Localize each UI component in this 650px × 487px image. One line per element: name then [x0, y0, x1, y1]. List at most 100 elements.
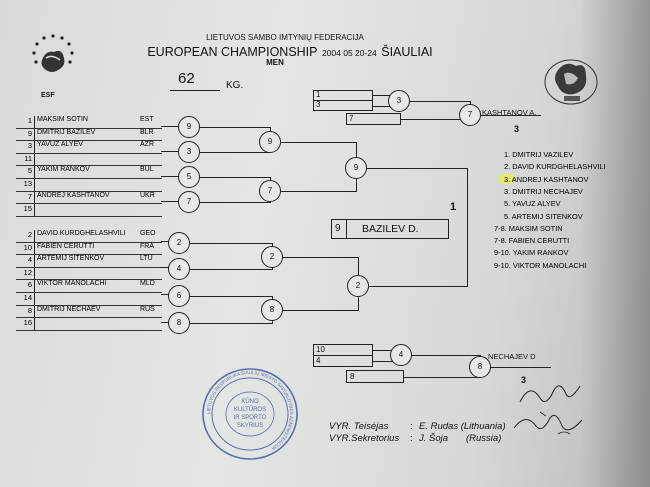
- bracket-line: [404, 377, 480, 378]
- repechage-bottom-input: 4: [316, 356, 321, 365]
- country-code: GEO: [140, 230, 156, 237]
- bracket-line: [281, 191, 356, 192]
- repechage-bottom-winner: NECHAJEV D: [488, 352, 536, 361]
- bracket-line: [373, 95, 398, 96]
- seed-number: 15: [23, 204, 32, 214]
- pool-row: 13: [16, 179, 162, 192]
- bracket-line: [373, 350, 401, 351]
- seed-number: 13: [23, 179, 32, 188]
- highlight-marker: [499, 174, 515, 184]
- bracket-line: [283, 257, 358, 258]
- stamp-center-line: KULTŪROS: [234, 406, 266, 413]
- match-circle: 7: [459, 104, 481, 126]
- bracket-line: [190, 296, 272, 297]
- result-entry: 5. ARTEMIJ SITENKOV: [504, 211, 583, 221]
- bracket-line: [481, 115, 541, 116]
- seed-number: 4: [27, 255, 32, 265]
- final-number: 9: [335, 223, 341, 234]
- country-code: UKR: [140, 191, 155, 199]
- official-name-1: E. Rudas (Lithuania): [419, 421, 506, 432]
- country-code: LTU: [140, 255, 153, 263]
- bracket-line: [200, 177, 270, 178]
- seed-number: 11: [24, 153, 32, 163]
- official-name-2: J. Šoja: [419, 433, 449, 444]
- match-circle: 8: [168, 312, 190, 334]
- athlete-name: ANDREJ KASHTANOV: [37, 191, 110, 199]
- pool-divider: [34, 116, 35, 217]
- category-label: MEN: [266, 58, 284, 67]
- athlete-name: YAKIM RANKOV: [37, 166, 90, 174]
- athlete-name: DAVID KURDGHELASHVILI: [37, 230, 126, 237]
- bracket-line: [190, 323, 272, 324]
- country-code: FRA: [140, 242, 154, 250]
- match-circle: 8: [261, 299, 283, 321]
- stamp-center-line: IR SPORTO: [234, 415, 267, 421]
- bracket-line: [161, 176, 189, 177]
- weight-unit: KG.: [226, 80, 244, 91]
- country-code: MLD: [140, 280, 155, 288]
- bracket-line: [190, 269, 272, 270]
- seed-number: 14: [23, 293, 32, 302]
- country-code: BUL: [140, 166, 154, 174]
- match-circle: 3: [178, 141, 200, 163]
- seed-number: 16: [23, 318, 32, 328]
- athlete-name: MAKSIM SOTIN: [37, 116, 88, 123]
- country-code: EST: [140, 116, 154, 123]
- bracket-line: [491, 367, 551, 368]
- pool-row: 16: [16, 318, 162, 331]
- result-entry: 7-8. FABIEN CERUTTI: [494, 236, 570, 246]
- final-divider: [346, 220, 347, 238]
- repechage-bottom-input: 10: [316, 345, 325, 354]
- match-circle: 2: [347, 275, 369, 297]
- result-entry: 5. YAVUZ ALYEV: [504, 199, 561, 209]
- championship-city: ŠIAULIAI: [381, 45, 433, 59]
- match-circle: 8: [469, 356, 491, 378]
- final-result-box: [331, 219, 449, 239]
- match-circle: 5: [178, 166, 200, 188]
- match-circle: 6: [168, 285, 190, 307]
- official-role-1: VYR. Teisėjas: [329, 421, 389, 432]
- seed-number: 9: [27, 128, 32, 138]
- result-entry: 9-10. YAKIM RANKOV: [494, 248, 569, 258]
- match-circle: 9: [178, 116, 200, 138]
- repechage-top-slot: [313, 100, 373, 111]
- country-code: RUS: [140, 305, 155, 313]
- repechage-top-input: 3: [316, 100, 321, 109]
- stamp-center-line: SKYRIUS: [237, 423, 263, 429]
- championship-dates: 2004 05 20-24: [321, 48, 377, 58]
- seed-number: 5: [27, 166, 32, 176]
- pool-row: 4 ARTEMIJ SITENKOV LTU: [16, 255, 162, 268]
- athlete-name: ARTEMIJ SITENKOV: [37, 255, 105, 263]
- weight-underline: [170, 90, 220, 91]
- athlete-name: VIKTOR MANOLACHI: [37, 280, 107, 288]
- repechage-top-slot: [346, 113, 401, 125]
- bracket-line: [373, 361, 401, 362]
- result-entry: 7-8. MAKSIM SOTIN: [494, 223, 563, 233]
- match-circle: 2: [261, 246, 283, 268]
- final-place-label: 1: [450, 201, 457, 213]
- repechage-bottom-place: 3: [521, 375, 527, 385]
- bracket-line: [401, 119, 470, 120]
- result-entry: 3. ANDREJ KASHTANOV: [504, 174, 589, 184]
- match-circle: 9: [345, 157, 367, 179]
- pool-row: 14: [16, 293, 162, 306]
- bracket-line: [200, 152, 270, 153]
- bracket-line: [373, 106, 398, 107]
- bracket-line: [412, 355, 480, 356]
- seed-number: 12: [23, 267, 32, 277]
- repechage-top-winner: KASHTANOV A.: [482, 108, 537, 117]
- bracket-line: [283, 310, 358, 311]
- official-stamp-icon: KŪNO KULTŪROS IR SPORTO SKYRIUS LIETUVOS…: [202, 368, 298, 460]
- match-circle: 4: [390, 344, 412, 366]
- athlete-name: YAVUZ ALYEV: [37, 141, 83, 149]
- repechage-top-place: 3: [514, 124, 520, 134]
- seed-number: 6: [27, 280, 32, 290]
- pool-row: 15: [16, 204, 162, 217]
- repechage-bottom-slot: [346, 370, 404, 383]
- bracket-line: [161, 126, 189, 127]
- match-circle: 3: [388, 90, 410, 112]
